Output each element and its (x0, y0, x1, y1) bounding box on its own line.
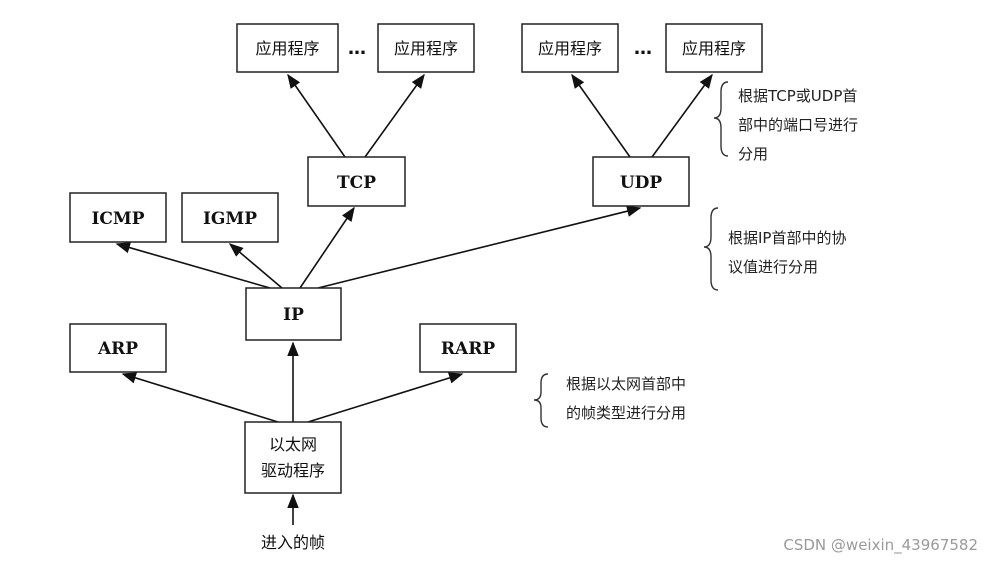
note-transport-line3: 分用 (738, 145, 768, 163)
ip-box: IP (245, 287, 342, 341)
arp-label: ARP (97, 339, 138, 359)
app-box-2: 应用程序 (377, 23, 475, 73)
app-box-1: 应用程序 (236, 23, 339, 73)
app-box-4: 应用程序 (665, 23, 763, 73)
app-box-1-label: 应用程序 (255, 39, 319, 58)
note-transport: 根据TCP或UDP首 部中的端口号进行 分用 (738, 87, 858, 163)
arrow-driver-to-arp (121, 372, 279, 423)
arrow-tcp-to-app1 (287, 73, 346, 158)
icmp-box: ICMP (69, 192, 167, 243)
note-ethernet-line1: 根据以太网首部中 (566, 375, 686, 393)
rarp-box: RARP (419, 323, 517, 373)
note-transport-line1: 根据TCP或UDP首 (738, 87, 857, 105)
rarp-label: RARP (441, 339, 495, 359)
driver-label-line1: 以太网 (269, 435, 317, 454)
brace-ip (703, 207, 719, 291)
ellipsis-tcp-apps: … (348, 38, 366, 59)
app-box-3-label: 应用程序 (538, 39, 602, 58)
arrow-driver-to-rarp (307, 372, 464, 423)
watermark: CSDN @weixin_43967582 (783, 536, 978, 555)
app-box-4-label: 应用程序 (682, 39, 746, 58)
ellipsis-udp-apps: … (634, 38, 652, 59)
app-box-2-label: 应用程序 (394, 39, 458, 58)
udp-box: UDP (592, 156, 690, 207)
arrow-ip-to-udp (317, 205, 642, 289)
arrow-ip-to-igmp (228, 243, 283, 289)
incoming-frame-label: 进入的帧 (261, 533, 325, 552)
note-ip-line2: 议值进行分用 (728, 258, 818, 276)
driver-label-line2: 驱动程序 (261, 461, 325, 480)
arrow-ip-to-tcp (299, 206, 355, 289)
arrows (115, 73, 713, 525)
tcp-box: TCP (307, 156, 406, 207)
udp-label: UDP (620, 173, 663, 193)
icmp-label: ICMP (91, 209, 144, 229)
ethernet-driver-box: 以太网 驱动程序 (244, 421, 342, 494)
app-box-3: 应用程序 (521, 23, 619, 73)
note-ethernet-line2: 的帧类型进行分用 (566, 404, 686, 422)
arrow-udp-to-app3 (571, 73, 631, 158)
brace-transport (713, 81, 729, 157)
note-ip-line1: 根据IP首部中的协 (728, 229, 846, 247)
arrow-tcp-to-app2 (364, 73, 425, 158)
note-transport-line2: 部中的端口号进行 (738, 116, 858, 134)
arrow-udp-to-app4 (651, 73, 713, 158)
igmp-label: IGMP (203, 209, 257, 229)
tcp-label: TCP (337, 173, 376, 193)
ip-label: IP (283, 305, 304, 325)
note-ip: 根据IP首部中的协 议值进行分用 (728, 229, 846, 276)
brace-ethernet (533, 373, 549, 428)
arrow-ip-to-icmp (115, 242, 271, 289)
note-ethernet: 根据以太网首部中 的帧类型进行分用 (566, 375, 686, 422)
arp-box: ARP (69, 323, 167, 373)
igmp-box: IGMP (181, 192, 279, 243)
